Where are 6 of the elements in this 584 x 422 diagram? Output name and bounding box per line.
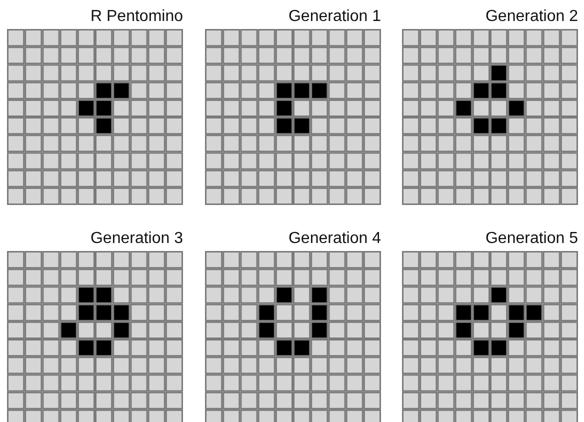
grid-title: Generation 2 xyxy=(485,8,578,26)
grid-title: Generation 3 xyxy=(90,230,183,248)
grid-title: R Pentomino xyxy=(90,8,183,26)
grid-title: Generation 4 xyxy=(288,230,381,248)
grid-title: Generation 5 xyxy=(485,230,578,248)
grid-title: Generation 1 xyxy=(288,8,381,26)
